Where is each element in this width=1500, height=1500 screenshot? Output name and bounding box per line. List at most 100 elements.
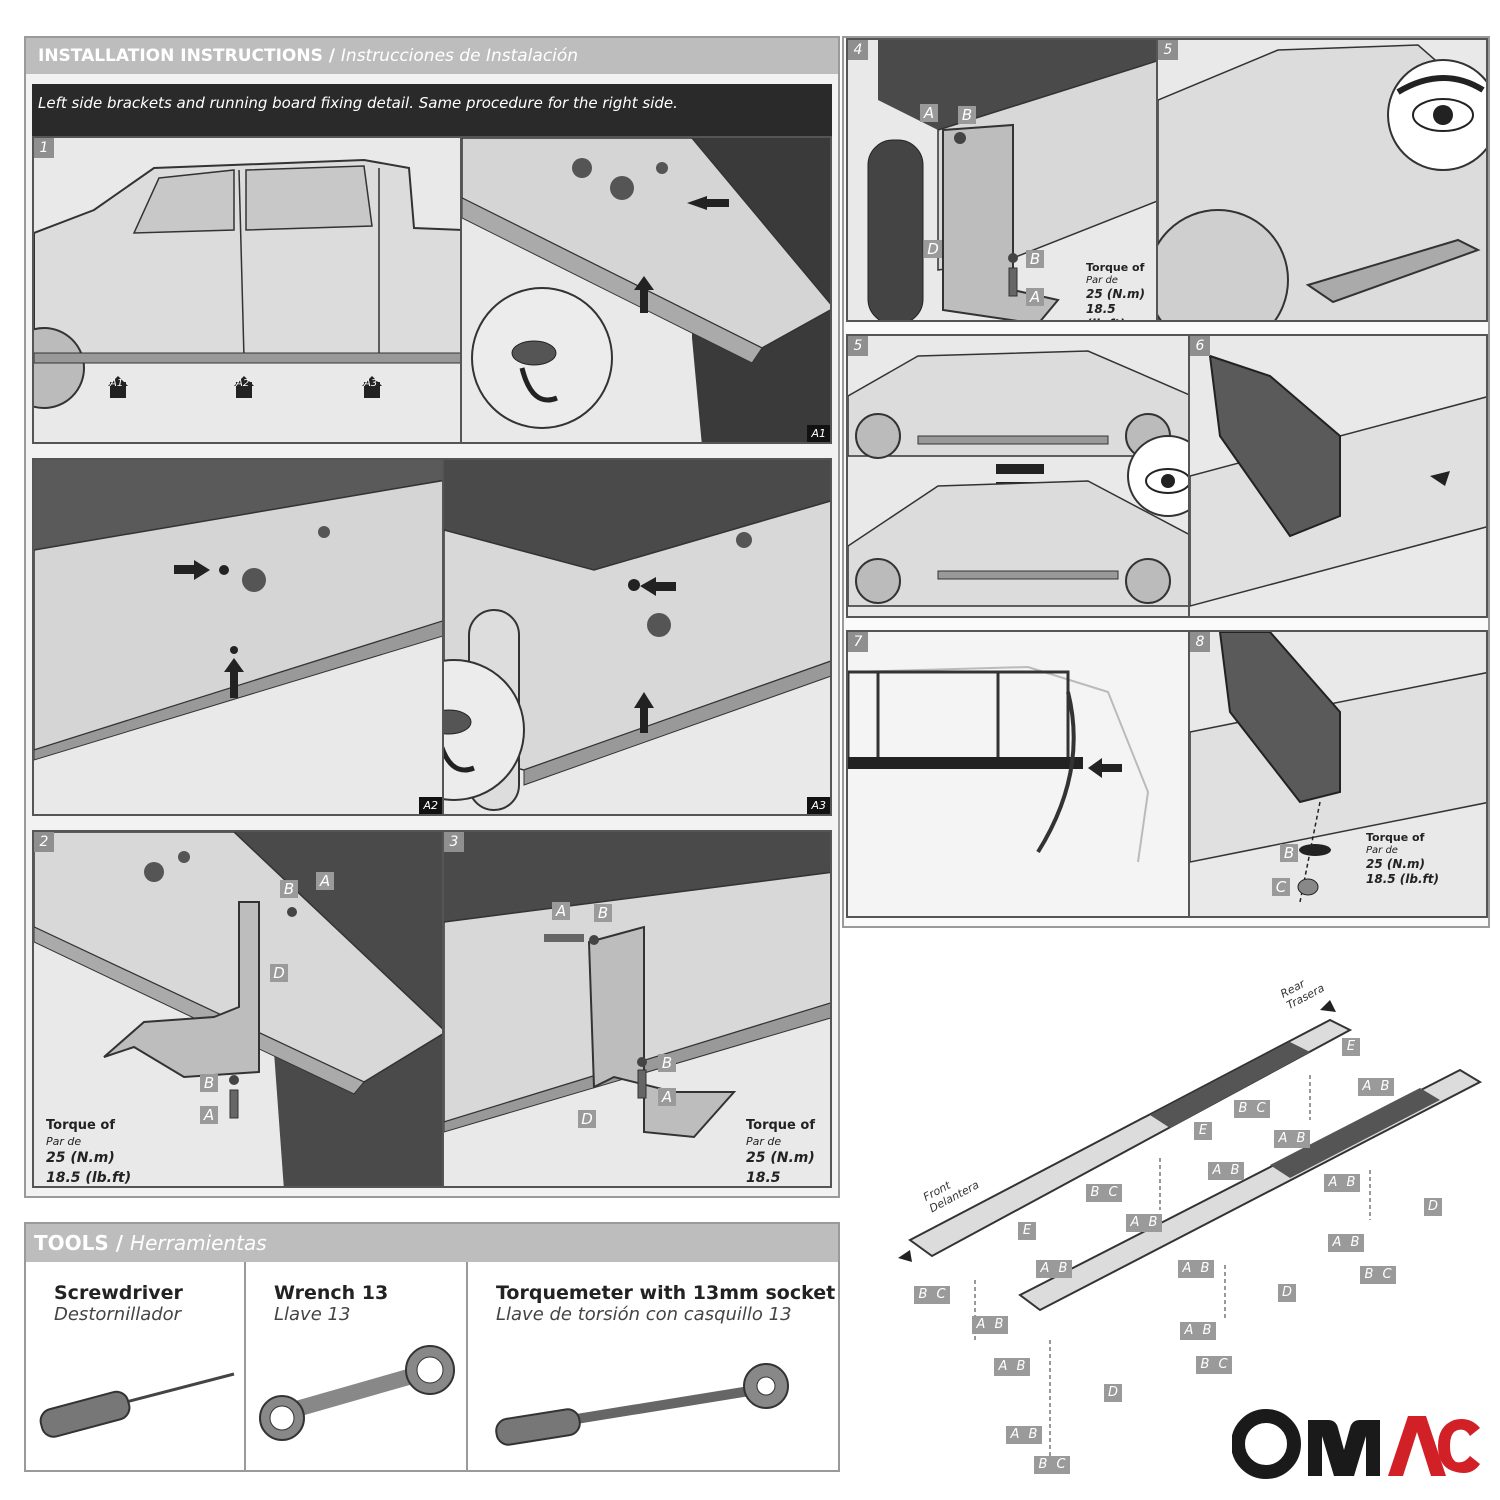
truck-board-check-illustration bbox=[1158, 44, 1486, 320]
part-a-label: A bbox=[1126, 1214, 1144, 1232]
detail-a3-panel: A3 bbox=[442, 458, 832, 816]
part-c-label: C bbox=[1378, 1266, 1396, 1284]
alignment-illustration bbox=[848, 350, 1188, 607]
running-boards-diagram bbox=[898, 1000, 1483, 1460]
part-b-label: B bbox=[1144, 1214, 1162, 1232]
step-8-panel: 8 B C Torque of Par de 25 (N.m) 18.5 (lb… bbox=[1188, 630, 1488, 918]
part-b-label: B bbox=[1196, 1356, 1214, 1374]
omac-logo-mark bbox=[1232, 1409, 1480, 1479]
detail-a2-panel: A2 bbox=[32, 458, 444, 816]
part-a-label: A bbox=[994, 1358, 1012, 1376]
part-a-label: A bbox=[1208, 1162, 1226, 1180]
part-d-label: D bbox=[924, 240, 942, 258]
part-b-label: B bbox=[1086, 1184, 1104, 1202]
step-3-panel: 3 A B B A D Torque of Par de 25 (N.m) 18… bbox=[442, 830, 832, 1188]
torque-label-es: Par de bbox=[1366, 845, 1398, 856]
torque-lbft: 18.5 (lb.ft) bbox=[746, 1170, 781, 1186]
part-d-label: D bbox=[1278, 1284, 1296, 1302]
part-e-label: E bbox=[1194, 1122, 1212, 1140]
header-separator: / bbox=[322, 46, 341, 66]
step-number: 5 bbox=[848, 336, 868, 356]
part-b-label: B bbox=[1342, 1174, 1360, 1192]
marker-a1: A1 bbox=[110, 378, 124, 389]
part-a-label: A bbox=[1324, 1174, 1342, 1192]
torque-label: Torque of bbox=[46, 1118, 115, 1133]
tools-subtitle: Herramientas bbox=[130, 1231, 267, 1255]
torque-lbft: 18.5 (lb.ft) bbox=[1366, 872, 1439, 886]
step-number: 1 bbox=[34, 138, 54, 158]
tools-header: TOOLS / Herramientas bbox=[26, 1224, 838, 1262]
part-c-label: C bbox=[1052, 1456, 1070, 1474]
part-b-label: B bbox=[1054, 1260, 1072, 1278]
tool-name-es: Llave 13 bbox=[274, 1304, 351, 1325]
part-a-label: A bbox=[972, 1316, 990, 1334]
part-a-label: A bbox=[316, 872, 334, 890]
bracket-install-illustration bbox=[34, 832, 442, 1186]
part-d-label: D bbox=[270, 964, 288, 982]
marker-a3-label: A3 bbox=[807, 797, 830, 814]
omac-logo bbox=[1232, 1406, 1482, 1480]
torque-spec: Torque of Par de 25 (N.m) 18.5 (lb.ft) bbox=[46, 1116, 132, 1186]
marker-arrows bbox=[108, 376, 382, 398]
torque-lbft: 18.5 (lb.ft) bbox=[1086, 302, 1125, 320]
part-a-label: A bbox=[552, 902, 570, 920]
screwdriver-icon bbox=[39, 1372, 235, 1438]
part-a-label: A bbox=[1274, 1130, 1292, 1148]
part-c-label: C bbox=[1214, 1356, 1232, 1374]
tool-wrench: Wrench 13 Llave 13 bbox=[246, 1262, 468, 1470]
part-d-label: D bbox=[578, 1110, 596, 1128]
part-b-label: B bbox=[1376, 1078, 1394, 1096]
step-4-panel: 4 A B D B A Torque of Par de 25 (N.m) 18… bbox=[846, 38, 1158, 322]
instructions-subtitle: Instrucciones de Instalación bbox=[340, 46, 579, 66]
part-a-label: A bbox=[1026, 288, 1044, 306]
part-a-label: A bbox=[1328, 1234, 1346, 1252]
part-a-label: A bbox=[1006, 1426, 1024, 1444]
torque-label-es: Par de bbox=[746, 1135, 782, 1148]
part-b-label: B bbox=[658, 1054, 676, 1072]
part-b-label: B bbox=[1226, 1162, 1244, 1180]
part-b-label: B bbox=[200, 1074, 218, 1092]
truck-side-illustration bbox=[34, 158, 460, 409]
part-a-label: A bbox=[920, 104, 938, 122]
cross-section-illustration bbox=[848, 665, 1150, 863]
step-number: 3 bbox=[444, 832, 464, 852]
step-number: 4 bbox=[848, 40, 868, 60]
torque-label: Torque of bbox=[1086, 261, 1145, 274]
step-5-align-panel: 5 bbox=[846, 334, 1190, 618]
part-b-label: B bbox=[958, 106, 976, 124]
step-number: 7 bbox=[848, 632, 868, 652]
tool-screwdriver: Screwdriver Destornillador bbox=[26, 1262, 246, 1470]
torque-nm: 25 (N.m) bbox=[746, 1150, 815, 1166]
part-b-label: B bbox=[1360, 1266, 1378, 1284]
tool-name: Wrench 13 bbox=[274, 1282, 389, 1304]
torque-label: Torque of bbox=[1366, 831, 1425, 844]
torque-lbft: 18.5 (lb.ft) bbox=[46, 1170, 132, 1186]
sill-detail-a2-illustration bbox=[34, 460, 442, 761]
tool-name: Torquemeter with 13mm socket bbox=[496, 1282, 836, 1304]
bracket-install-3-illustration bbox=[444, 832, 830, 1139]
torque-nm: 25 (N.m) bbox=[1086, 287, 1145, 301]
part-b-label: B bbox=[594, 904, 612, 922]
instructions-title: INSTALLATION INSTRUCTIONS bbox=[38, 46, 323, 66]
part-e-label: E bbox=[1018, 1222, 1036, 1240]
part-a-label: A bbox=[658, 1088, 676, 1106]
step-number: 6 bbox=[1190, 336, 1210, 356]
part-b-label: B bbox=[1034, 1456, 1052, 1474]
part-c-label: C bbox=[1104, 1184, 1122, 1202]
detail-a1-panel: A1 bbox=[460, 136, 832, 444]
part-b-label: B bbox=[1024, 1426, 1042, 1444]
torque-spec: Torque of Par de 25 (N.m) 18.5 (lb.ft) bbox=[746, 1116, 830, 1186]
sill-detail-illustration bbox=[462, 138, 830, 442]
torque-nm: 25 (N.m) bbox=[1366, 857, 1425, 871]
part-b-label: B bbox=[280, 880, 298, 898]
instructions-note: Left side brackets and running board fix… bbox=[32, 84, 832, 136]
part-b-label: B bbox=[1280, 844, 1298, 862]
torque-spec: Torque of Par de 25 (N.m) 18.5 (lb.ft) bbox=[1366, 830, 1439, 887]
tool-name: Screwdriver bbox=[54, 1282, 183, 1304]
part-b-label: B bbox=[1198, 1322, 1216, 1340]
tool-name-es: Llave de torsión con casquillo 13 bbox=[496, 1304, 792, 1325]
part-d-label: D bbox=[1424, 1198, 1442, 1216]
step-2-panel: 2 B A D B A Torque of Par de 25 (N.m) 18… bbox=[32, 830, 444, 1188]
step-6-panel: 6 bbox=[1188, 334, 1488, 618]
